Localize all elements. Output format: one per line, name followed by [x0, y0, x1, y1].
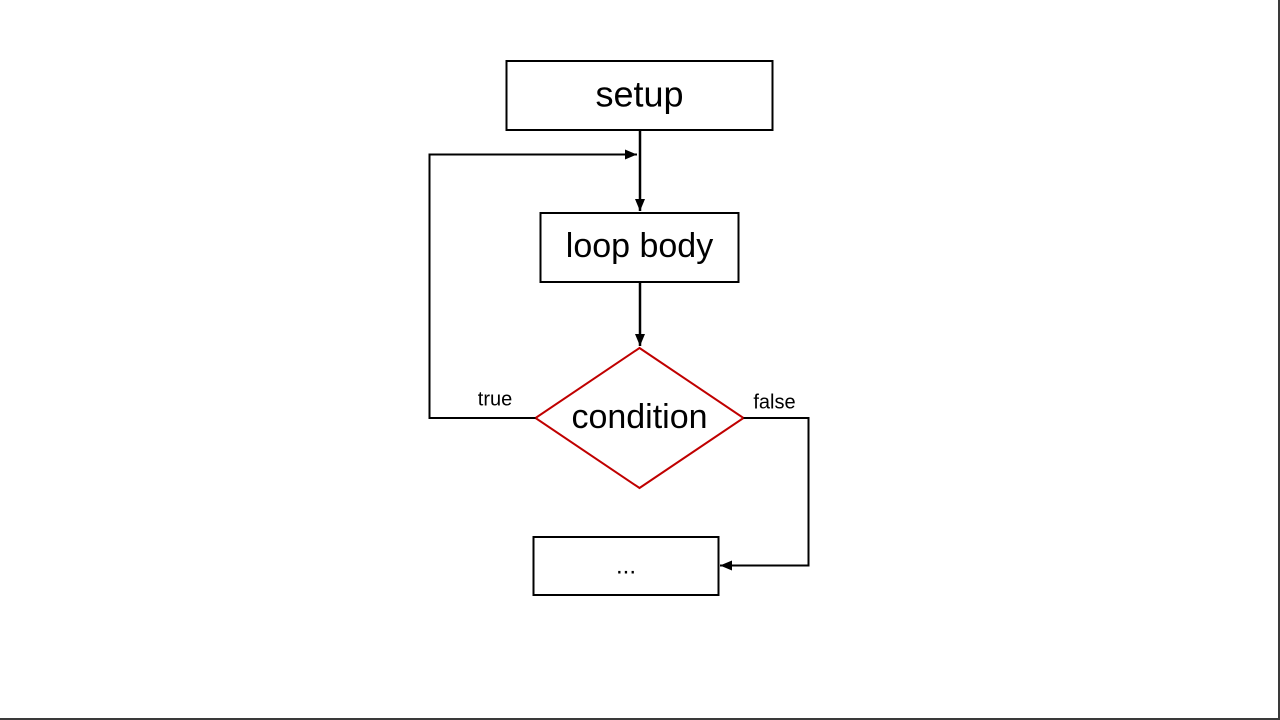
condition-node: condition — [533, 346, 746, 490]
false-edge-label: false — [753, 391, 795, 413]
setup-box — [505, 60, 774, 131]
next-label: ... — [616, 552, 636, 579]
edge-condition-false-to-next — [720, 417, 810, 571]
condition-label: condition — [571, 398, 707, 436]
condition-diamond — [533, 346, 746, 490]
loop-body-node: loop body — [539, 212, 740, 283]
edge-condition-true-loopback — [428, 149, 637, 419]
next-node: ... — [532, 536, 720, 596]
loop-body-label: loop body — [566, 227, 713, 265]
next-box — [532, 536, 720, 596]
setup-label: setup — [595, 74, 683, 115]
setup-node: setup — [505, 60, 774, 131]
loop-body-box — [539, 212, 740, 283]
true-edge-label: true — [478, 388, 512, 410]
